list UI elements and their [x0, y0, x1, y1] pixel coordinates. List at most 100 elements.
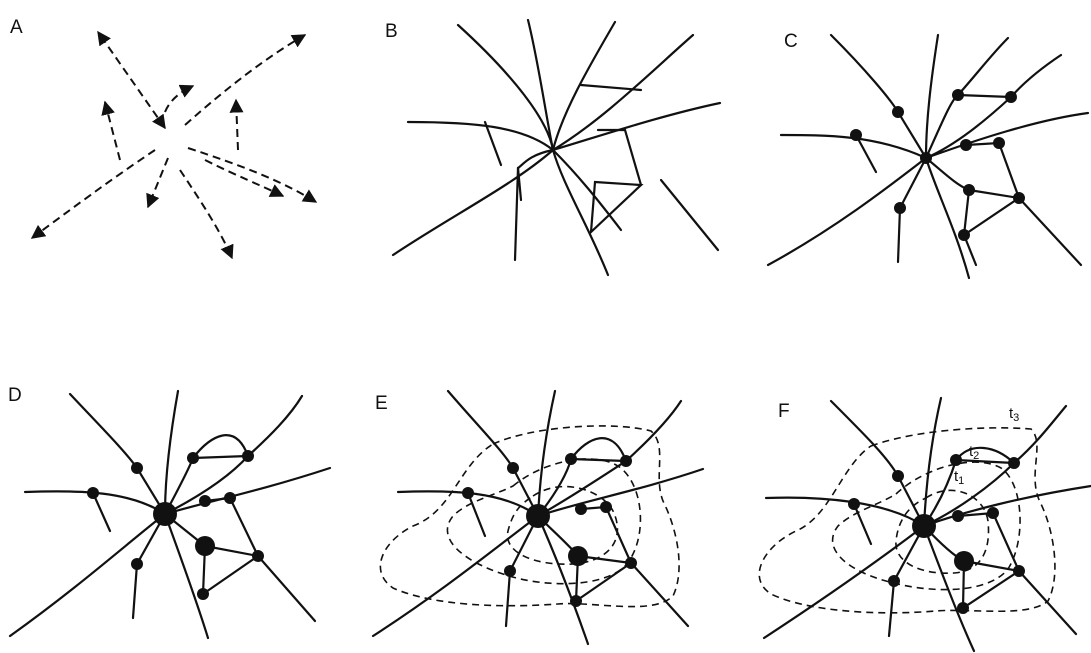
road: [1017, 569, 1078, 636]
road: [962, 188, 1022, 238]
panel-f: F t1 t2 t3: [726, 326, 1091, 653]
road: [91, 491, 112, 533]
road: [766, 156, 928, 267]
junction-node: [894, 202, 906, 214]
panel-label-f: F: [778, 401, 790, 422]
road: [852, 502, 873, 546]
junction-node: [960, 139, 972, 151]
road: [163, 512, 210, 640]
junction-node: [987, 507, 999, 519]
road: [762, 524, 926, 640]
panel-label-d: D: [8, 385, 22, 406]
road: [551, 33, 695, 152]
road: [551, 148, 610, 277]
road: [466, 491, 487, 538]
road: [256, 554, 317, 623]
road: [596, 128, 643, 187]
road: [23, 490, 167, 516]
dashed-arrow: [97, 30, 166, 130]
road: [536, 389, 557, 518]
dashed-arrow: [101, 100, 121, 161]
junction-node: [963, 184, 975, 196]
road: [201, 544, 261, 597]
panel-b: B: [363, 0, 726, 326]
dashed-arrow: [184, 34, 307, 126]
dashed-arrow: [187, 147, 318, 203]
road: [8, 512, 167, 638]
road: [191, 454, 250, 460]
road: [924, 33, 940, 160]
junction-node: [131, 462, 143, 474]
hierarchical-node-network-diagram: [8, 389, 332, 640]
road: [516, 148, 555, 170]
road: [659, 178, 720, 252]
junction-node: [252, 550, 264, 562]
junction-node: [600, 501, 612, 513]
time-label-t1: t1: [954, 468, 965, 487]
dashed-arrow: [204, 159, 285, 197]
junction-node: [952, 89, 964, 101]
road: [536, 399, 683, 518]
junction-node: [958, 229, 970, 241]
road: [922, 524, 976, 653]
road: [456, 23, 555, 152]
junction-node: [850, 129, 862, 141]
network-with-labeled-time-contours-diagram: [758, 396, 1091, 653]
major-hub-node: [912, 514, 936, 538]
road: [922, 484, 1091, 528]
junction-node: [504, 565, 516, 577]
road: [536, 514, 590, 646]
junction-node: [957, 602, 969, 614]
road: [163, 466, 332, 516]
junction-node: [131, 558, 143, 570]
road: [406, 120, 555, 152]
dashed-arrow: [164, 84, 195, 113]
road: [922, 396, 943, 528]
time-contour-t2: [446, 458, 642, 585]
road: [579, 83, 643, 92]
junction-node: [199, 495, 211, 507]
junction-node: [224, 492, 236, 504]
junction-node: [620, 455, 632, 467]
road: [924, 156, 971, 280]
road: [574, 554, 634, 604]
major-hub-node: [153, 502, 177, 526]
junction-node: [575, 503, 587, 515]
time-contour-t2: [831, 461, 1021, 591]
panel-label-c: C: [784, 31, 798, 52]
junction-node: [242, 450, 254, 462]
junction-node: [1005, 91, 1017, 103]
panel-a: A: [0, 0, 363, 326]
junction-node: [87, 487, 99, 499]
junction-node: [462, 487, 474, 499]
panel-label-b: B: [385, 21, 398, 42]
junction-node: [950, 454, 962, 466]
panel-d: D: [0, 326, 363, 652]
road: [854, 133, 878, 174]
panel-label-a: A: [10, 17, 23, 38]
time-label-t3: t3: [1009, 405, 1020, 424]
secondary-hub-node: [195, 536, 215, 556]
road: [513, 166, 520, 262]
junction-node: [920, 152, 932, 164]
junction-node: [892, 470, 904, 482]
time-contour-t3: [379, 425, 680, 608]
dashed-arrows-diagram: [30, 30, 318, 260]
junction-node: [625, 557, 637, 569]
junction-node: [507, 462, 519, 474]
road: [924, 111, 1090, 160]
major-hub-node: [526, 504, 550, 528]
network-with-time-contours-diagram: [371, 389, 705, 646]
time-label-t2: t2: [969, 443, 980, 462]
road: [551, 20, 617, 152]
road: [961, 559, 1022, 611]
junction-node: [888, 575, 900, 587]
road: [516, 166, 523, 202]
panel-label-e: E: [375, 393, 388, 414]
road: [551, 101, 722, 152]
road: [954, 458, 1016, 465]
road-network-diagram: [391, 18, 722, 277]
junction-node: [197, 588, 209, 600]
road: [551, 148, 623, 232]
junction-node: [1013, 192, 1025, 204]
